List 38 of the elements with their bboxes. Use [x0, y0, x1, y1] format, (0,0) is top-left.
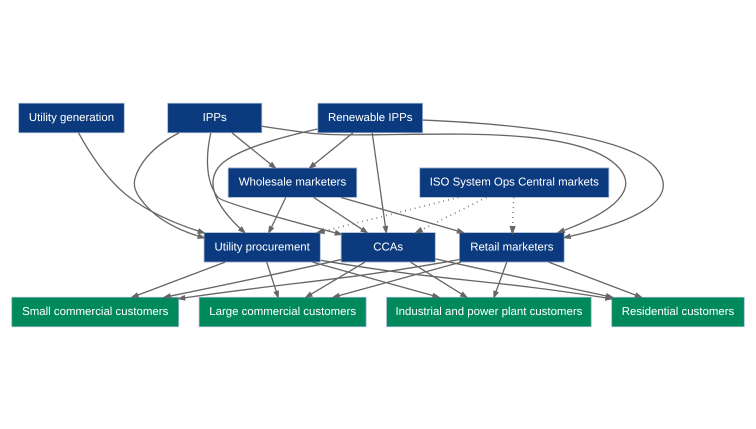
arrow — [340, 196, 466, 234]
node-box: Renewable IPPs — [317, 102, 424, 133]
node-box: Large commercial customers — [198, 296, 367, 327]
arrow — [130, 261, 226, 298]
arrow — [162, 258, 342, 298]
node-box: Utility generation — [18, 102, 125, 133]
node-box: IPPs — [167, 102, 262, 133]
arrow — [268, 196, 286, 234]
node-box: CCAs — [340, 232, 436, 262]
node-box: Wholesale marketers — [228, 167, 358, 198]
node-box: ISO System Ops Central markets — [419, 167, 610, 198]
arrow — [232, 132, 277, 169]
node-box: Residential customers — [611, 296, 745, 327]
arrow — [206, 132, 344, 236]
arrow — [493, 261, 508, 299]
arrow — [176, 258, 460, 300]
arrow — [212, 128, 318, 234]
arrow — [134, 132, 206, 238]
arrow — [313, 196, 369, 234]
arrow — [509, 196, 516, 235]
arrow — [266, 261, 279, 299]
arrow — [312, 261, 441, 298]
arrow — [435, 258, 614, 298]
arrow — [304, 261, 366, 298]
arrow — [308, 132, 354, 169]
arrow — [414, 196, 487, 234]
arrow — [78, 132, 206, 234]
arrow — [316, 196, 459, 234]
node-box: Industrial and power plant customers — [386, 296, 592, 327]
arrow — [422, 118, 664, 239]
node-box: Retail marketers — [459, 232, 565, 262]
arrow — [262, 125, 626, 233]
arrow — [331, 261, 462, 298]
arrow — [372, 132, 388, 234]
arrow — [548, 261, 644, 298]
arrow — [410, 261, 468, 298]
node-box: Utility procurement — [204, 232, 321, 262]
node-box: Small commercial customers — [11, 296, 180, 327]
